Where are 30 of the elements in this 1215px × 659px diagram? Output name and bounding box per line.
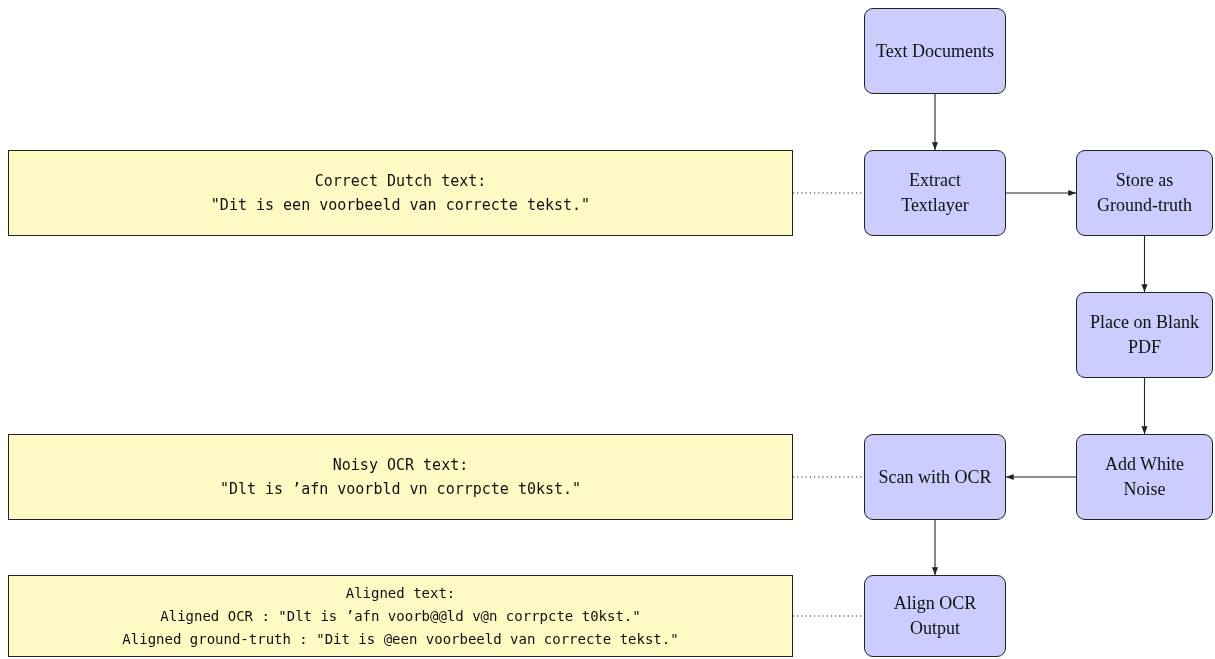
text-example-box [8,575,793,657]
process-box [864,575,1006,657]
step-label: Scan with OCR [878,465,992,489]
arrow [931,519,939,576]
example-text: "Dlt is ’afn voorbld vn corrpcte t0kst." [219,479,582,500]
text-example-box [8,150,793,236]
arrow [1005,189,1077,197]
step-label: Extract Textlayer [900,169,970,217]
example-heading: Noisy OCR text: [332,455,469,476]
step-label: Add White Noise [1103,453,1186,501]
arrow [1141,235,1148,293]
process-box [1076,434,1213,520]
process-box [864,150,1006,236]
process-box [864,434,1006,520]
arrow [931,93,939,151]
process-box [864,8,1006,94]
step-label: Store as Ground-truth [1096,169,1193,217]
step-label: Align OCR Output [892,592,978,640]
process-box [1076,150,1213,236]
step-label: Place on Blank PDF [1089,311,1200,359]
example-heading: Correct Dutch text: [314,171,487,192]
example-text: Aligned ground-truth : "Dit is @een voorbeeld van correcte tekst." [122,629,679,649]
example-text: Aligned OCR : "Dlt is ’afn voorb@@ld v@n corrpcte t0kst." [160,606,641,626]
text-example-box [8,434,793,520]
step-label: Text Documents [875,39,995,63]
arrow [1005,473,1077,481]
example-heading: Aligned text: [345,583,456,603]
example-text: "Dit is een voorbeeld van correcte tekst." [210,195,591,216]
arrow [1141,377,1148,435]
process-box [1076,292,1213,378]
